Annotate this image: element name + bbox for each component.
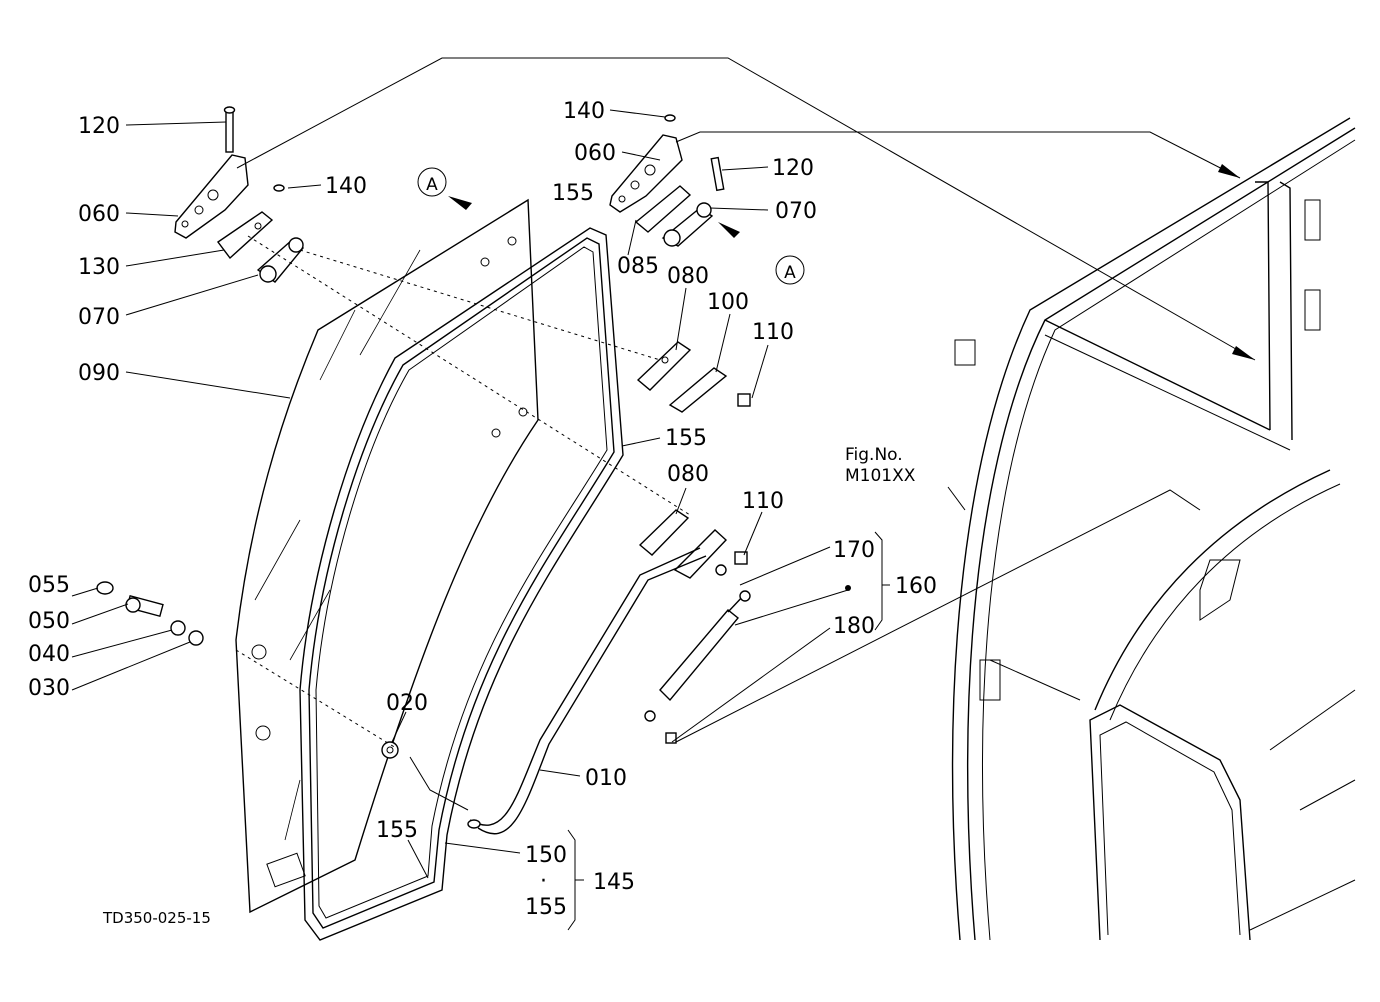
label-120-right: 120 xyxy=(772,156,814,181)
label-140-right: 140 xyxy=(563,99,605,124)
leader-lines xyxy=(71,57,1256,931)
label-050: 050 xyxy=(28,609,70,634)
label-170: 170 xyxy=(833,538,875,563)
right-hinge-assembly xyxy=(609,114,725,247)
label-155-low: 155 xyxy=(376,818,418,843)
left-hinge-assembly xyxy=(174,106,305,283)
handle-rod xyxy=(467,547,727,835)
label-030: 030 xyxy=(28,676,70,701)
label-020: 020 xyxy=(386,691,428,716)
label-080-top: 080 xyxy=(667,264,709,289)
label-150: 150 xyxy=(525,843,567,868)
label-155-bottom: 155 xyxy=(525,895,567,920)
label-060-left: 060 xyxy=(78,202,120,227)
label-055: 055 xyxy=(28,573,70,598)
label-010: 010 xyxy=(585,766,627,791)
drawing-code: TD350-025-15 xyxy=(102,909,211,927)
figure-ref-line1: Fig.No. xyxy=(845,445,903,465)
svg-text:A: A xyxy=(784,263,796,283)
label-100: 100 xyxy=(707,290,749,315)
mounting-plates xyxy=(636,341,751,579)
callout-a-right: A xyxy=(775,255,805,285)
label-070-right: 070 xyxy=(775,199,817,224)
door-frame-weatherstrip xyxy=(299,227,624,941)
label-080-bottom: 080 xyxy=(667,462,709,487)
label-130: 130 xyxy=(78,255,120,280)
callout-a-left: A xyxy=(417,167,447,197)
set-dot xyxy=(845,585,851,591)
label-060-right: 060 xyxy=(574,141,616,166)
label-120-left: 120 xyxy=(78,114,120,139)
label-070-left: 070 xyxy=(78,305,120,330)
label-110-top: 110 xyxy=(752,320,794,345)
label-dot: · xyxy=(540,869,547,894)
door-glass-panel xyxy=(235,198,539,914)
label-145: 145 xyxy=(593,870,635,895)
label-155-mid: 155 xyxy=(665,426,707,451)
svg-text:A: A xyxy=(426,175,438,195)
gas-damper xyxy=(644,590,751,744)
label-140-left: 140 xyxy=(325,174,367,199)
bolt-stack xyxy=(96,581,399,759)
label-160: 160 xyxy=(895,574,937,599)
label-040: 040 xyxy=(28,642,70,667)
label-180: 180 xyxy=(833,614,875,639)
cab-frame xyxy=(951,117,1356,941)
label-155-top: 155 xyxy=(552,181,594,206)
figure-ref-line2: M101XX xyxy=(845,466,916,486)
label-110-bottom: 110 xyxy=(742,489,784,514)
label-085: 085 xyxy=(617,254,659,279)
label-090: 090 xyxy=(78,361,120,386)
